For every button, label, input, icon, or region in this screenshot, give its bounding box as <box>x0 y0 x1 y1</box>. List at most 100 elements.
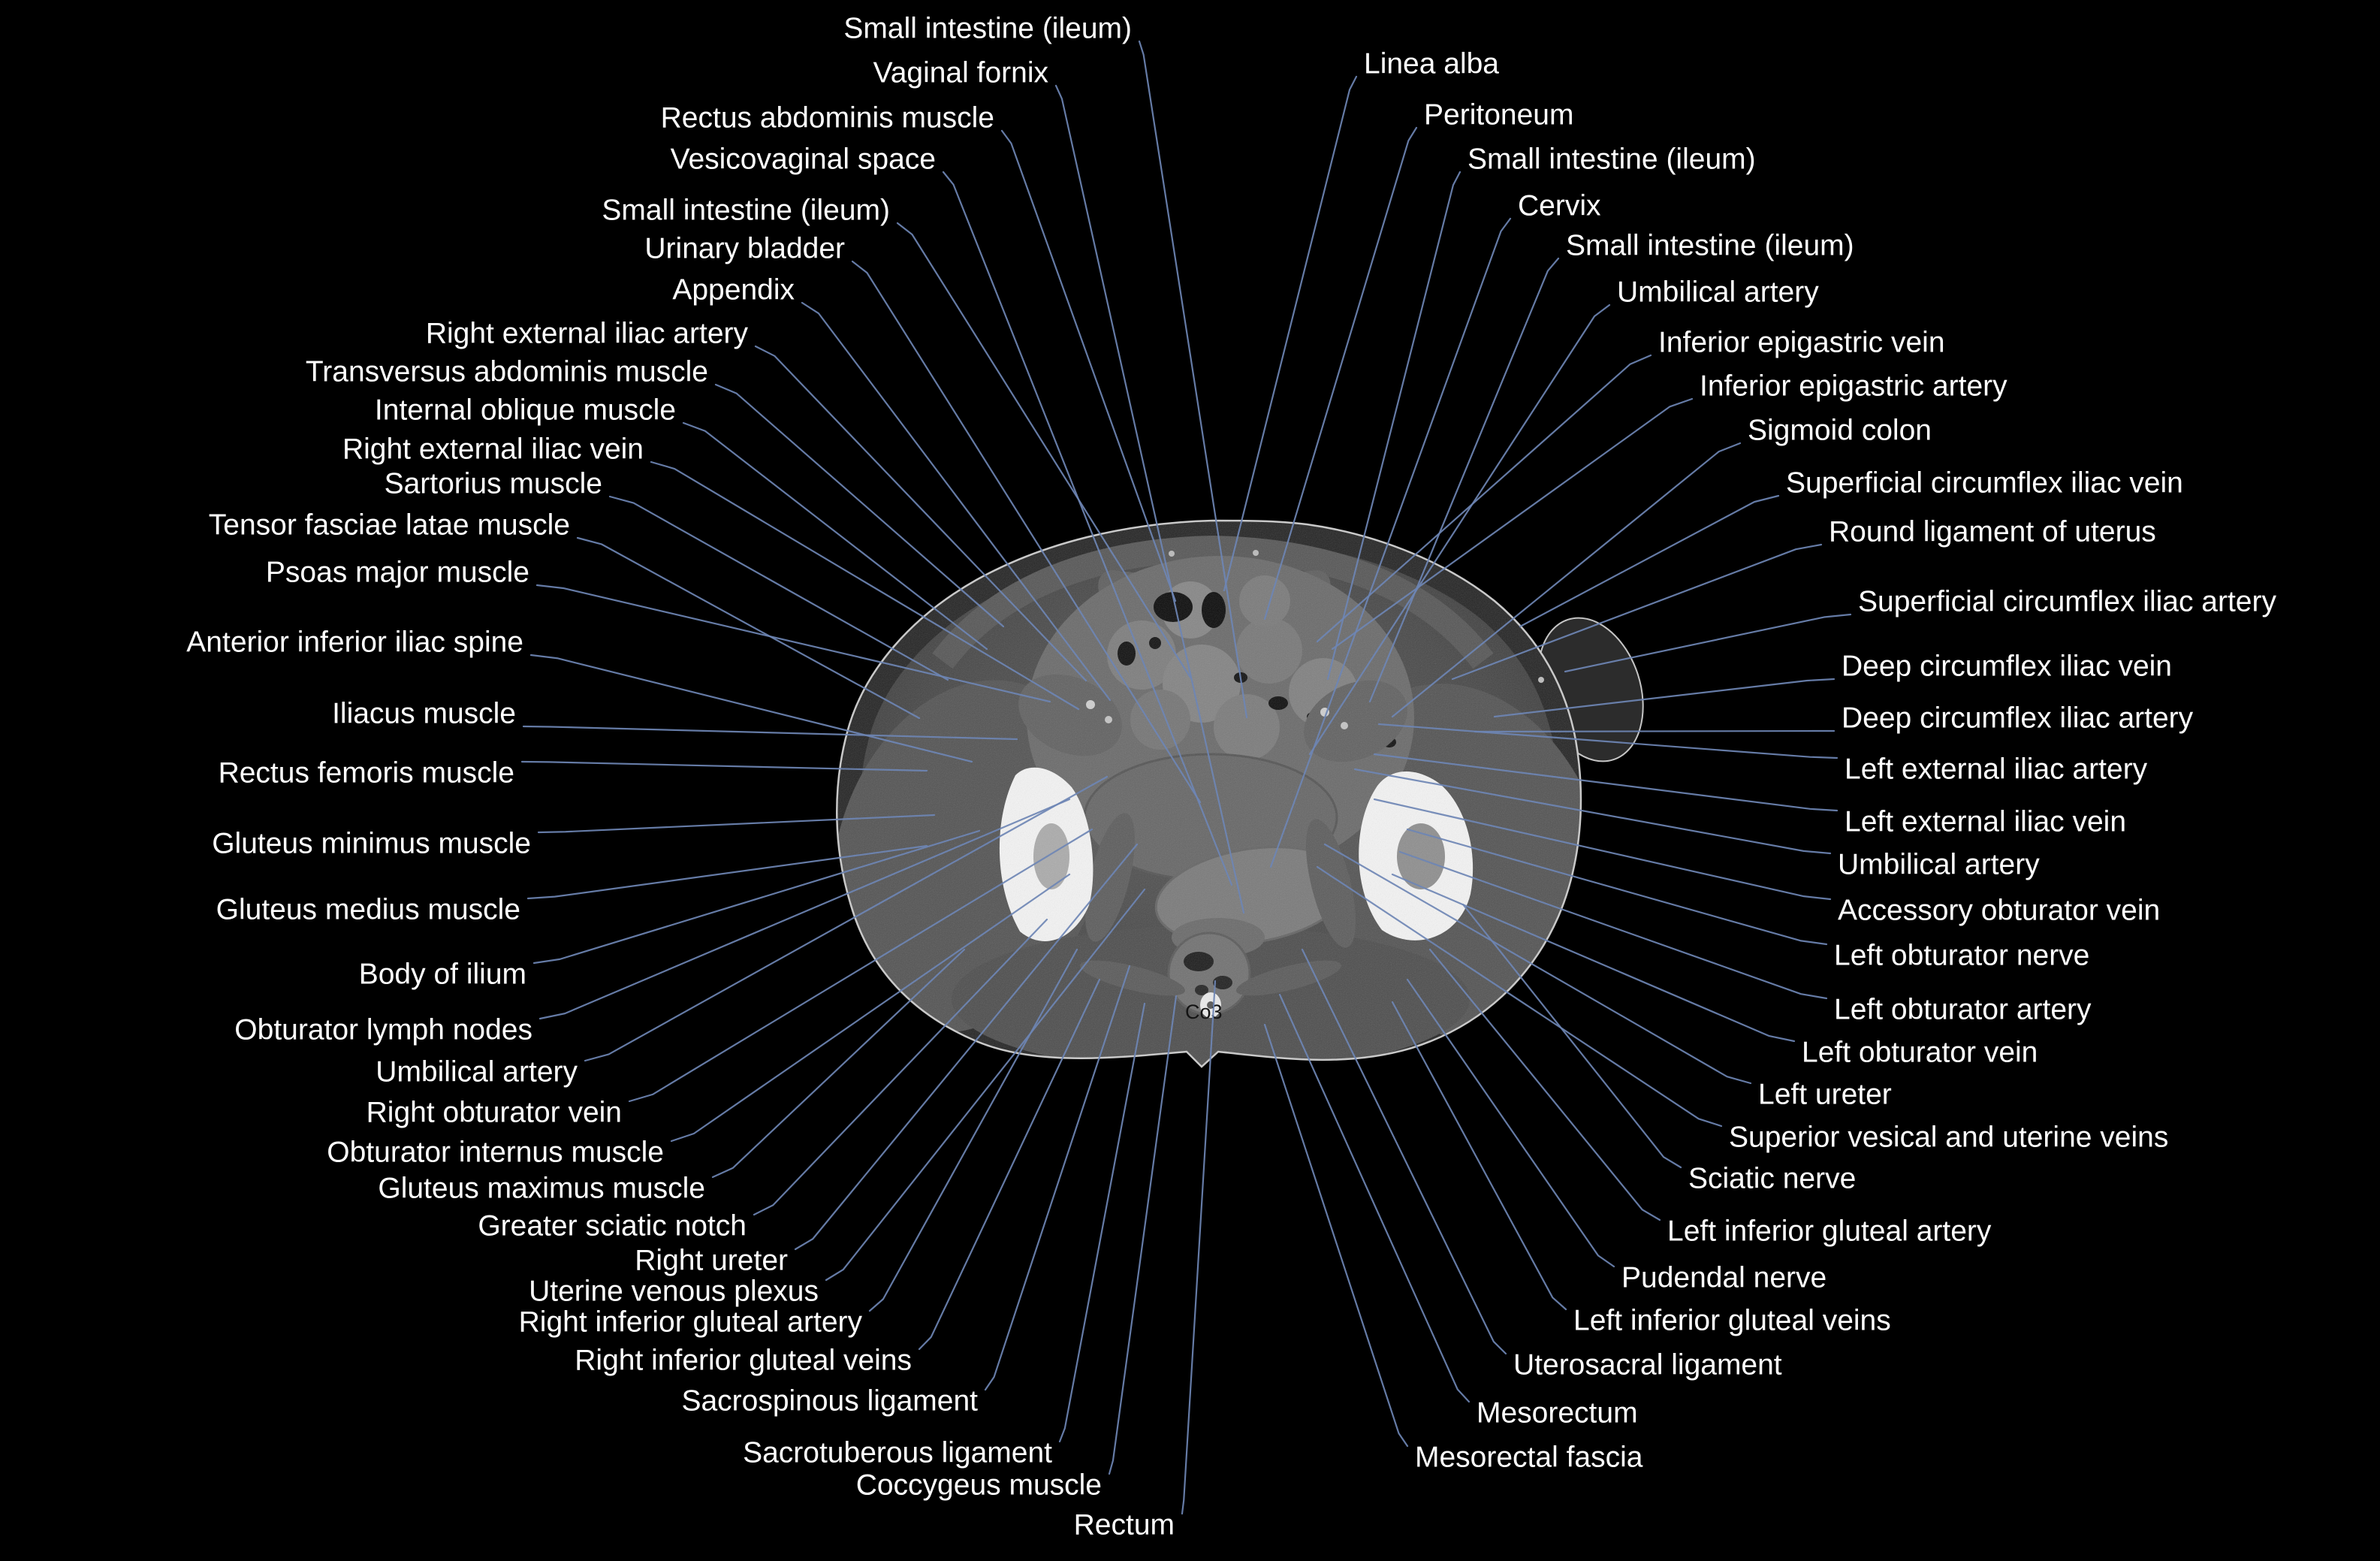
anatomy-label[interactable]: Pudendal nerve <box>1621 1261 1827 1294</box>
anatomy-label[interactable]: Right external iliac artery <box>425 317 748 350</box>
leader-line <box>682 421 988 651</box>
ct-annotation: Co3 <box>1185 1001 1223 1023</box>
anatomy-label[interactable]: Peritoneum <box>1424 98 1574 131</box>
leader-line <box>1373 753 1839 812</box>
anatomy-label[interactable]: Vaginal fornix <box>873 56 1048 89</box>
leader-line <box>1406 978 1615 1268</box>
leader-line <box>1263 126 1418 620</box>
anatomy-label[interactable]: Appendix <box>672 273 795 306</box>
anatomy-label[interactable]: Sacrotuberous ligament <box>743 1436 1052 1469</box>
leader-line <box>801 301 1112 702</box>
leader-line <box>537 814 936 834</box>
leader-line <box>1316 865 1723 1128</box>
leader-line <box>1353 768 1832 855</box>
anatomy-label[interactable]: Right obturator vein <box>366 1096 622 1129</box>
anatomy-label[interactable]: Obturator internus muscle <box>327 1136 664 1169</box>
anatomy-label[interactable]: Gluteus minimus muscle <box>212 827 531 860</box>
leader-line <box>526 844 928 900</box>
leader-line <box>1331 397 1694 651</box>
anatomy-label[interactable]: Rectum <box>1073 1508 1175 1541</box>
leader-line <box>670 873 1071 1143</box>
anatomy-label[interactable]: Left inferior gluteal artery <box>1667 1215 1992 1248</box>
anatomy-label[interactable]: Internal oblique muscle <box>374 394 676 427</box>
leader-line <box>984 965 1131 1391</box>
anatomy-label[interactable]: Vesicovaginal space <box>670 143 936 176</box>
anatomy-label[interactable]: Left obturator nerve <box>1834 939 2090 972</box>
anatomy-label[interactable]: Superior vesical and uterine veins <box>1729 1121 2169 1154</box>
leader-line <box>1391 1001 1567 1311</box>
anatomy-label[interactable]: Right inferior gluteal artery <box>518 1306 862 1339</box>
leader-line <box>628 828 1093 1103</box>
anatomy-label[interactable]: Left external iliac vein <box>1845 805 2127 838</box>
anatomy-label[interactable]: Obturator lymph nodes <box>234 1013 532 1046</box>
leader-line <box>753 918 1048 1216</box>
anatomy-label[interactable]: Rectus abdominis muscle <box>660 101 994 134</box>
leader-line <box>1406 828 1828 946</box>
anatomy-label[interactable]: Right ureter <box>635 1244 788 1277</box>
anatomy-label[interactable]: Psoas major muscle <box>265 556 529 589</box>
anatomy-label[interactable]: Cervix <box>1518 189 1601 222</box>
anatomy-label[interactable]: Rectus femoris muscle <box>218 756 514 790</box>
anatomy-label[interactable]: Deep circumflex iliac artery <box>1842 702 2194 735</box>
anatomy-label[interactable]: Gluteus maximus muscle <box>378 1172 705 1205</box>
anatomy-label[interactable]: Uterine venous plexus <box>529 1275 819 1308</box>
anatomy-label[interactable]: Round ligament of uterus <box>1829 515 2156 548</box>
anatomy-label[interactable]: Tensor fasciae latae muscle <box>208 509 570 542</box>
anatomy-label[interactable]: Left external iliac artery <box>1845 753 2148 786</box>
anatomy-label[interactable]: Right external iliac vein <box>342 433 644 466</box>
anatomy-label[interactable]: Small intestine (ileum) <box>1468 143 1756 176</box>
anatomy-label[interactable]: Mesorectum <box>1477 1396 1638 1430</box>
leader-line <box>522 725 1018 741</box>
anatomy-label[interactable]: Sacrospinous ligament <box>681 1384 978 1418</box>
anatomy-label[interactable]: Deep circumflex iliac vein <box>1842 650 2172 683</box>
anatomy-label[interactable]: Accessory obturator vein <box>1838 894 2161 927</box>
anatomy-label[interactable]: Transversus abdominis muscle <box>305 355 708 388</box>
anatomy-label[interactable]: Mesorectal fascia <box>1415 1441 1643 1474</box>
anatomy-label[interactable]: Small intestine (ileum) <box>1566 229 1854 262</box>
leader-line <box>1519 494 1780 628</box>
anatomy-label[interactable]: Right inferior gluteal veins <box>575 1344 912 1377</box>
leader-line <box>1108 995 1178 1475</box>
anatomy-label[interactable]: Umbilical artery <box>376 1055 578 1088</box>
anatomy-label[interactable]: Left inferior gluteal veins <box>1573 1304 1891 1337</box>
leader-line <box>535 584 1051 703</box>
leader-line <box>918 978 1101 1351</box>
anatomy-label[interactable]: Inferior epigastric artery <box>1700 370 2007 403</box>
anatomy-label[interactable]: Uterosacral ligament <box>1513 1348 1782 1381</box>
leader-line <box>1223 75 1358 592</box>
leader-line <box>650 460 1080 711</box>
anatomy-label[interactable]: Body of ilium <box>358 958 526 991</box>
anatomy-label[interactable]: Umbilical artery <box>1838 848 2040 881</box>
leader-line <box>1000 129 1177 602</box>
leader-line <box>1326 171 1461 681</box>
anatomy-label[interactable]: Coccygeus muscle <box>855 1469 1102 1502</box>
leader-line <box>1058 1002 1146 1443</box>
anatomy-label[interactable]: Small intestine (ileum) <box>843 12 1132 45</box>
anatomy-label[interactable]: Urinary bladder <box>644 232 845 265</box>
anatomy-label[interactable]: Superficial circumflex iliac vein <box>1786 466 2183 500</box>
leader-line <box>538 798 1071 1020</box>
leader-line <box>1461 903 1682 1169</box>
leader-line <box>1428 948 1661 1221</box>
anatomy-label[interactable]: Left ureter <box>1758 1078 1892 1111</box>
anatomy-label[interactable]: Superficial circumflex iliac artery <box>1858 585 2276 618</box>
anatomy-label[interactable]: Iliacus muscle <box>332 697 516 730</box>
anatomy-label[interactable]: Sigmoid colon <box>1748 414 1932 447</box>
leader-line <box>711 948 966 1179</box>
anatomy-label[interactable]: Inferior epigastric vein <box>1658 326 1945 359</box>
anatomy-label[interactable]: Left obturator vein <box>1802 1036 2038 1069</box>
leader-line <box>1316 354 1652 643</box>
anatomy-label[interactable]: Sartorius muscle <box>384 467 602 500</box>
leader-line <box>1373 798 1832 901</box>
anatomy-label[interactable]: Umbilical artery <box>1617 276 1819 309</box>
anatomy-label[interactable]: Anterior inferior iliac spine <box>186 626 523 659</box>
anatomy-label[interactable]: Greater sciatic notch <box>478 1209 747 1242</box>
anatomy-label[interactable]: Small intestine (ileum) <box>602 194 890 227</box>
anatomy-label[interactable]: Left obturator artery <box>1834 993 2092 1026</box>
leader-line <box>1301 948 1507 1355</box>
anatomy-label[interactable]: Gluteus medius muscle <box>216 893 520 926</box>
anatomy-label[interactable]: Linea alba <box>1364 47 1499 80</box>
leader-line <box>942 171 1233 886</box>
anatomy-label[interactable]: Sciatic nerve <box>1688 1162 1857 1195</box>
